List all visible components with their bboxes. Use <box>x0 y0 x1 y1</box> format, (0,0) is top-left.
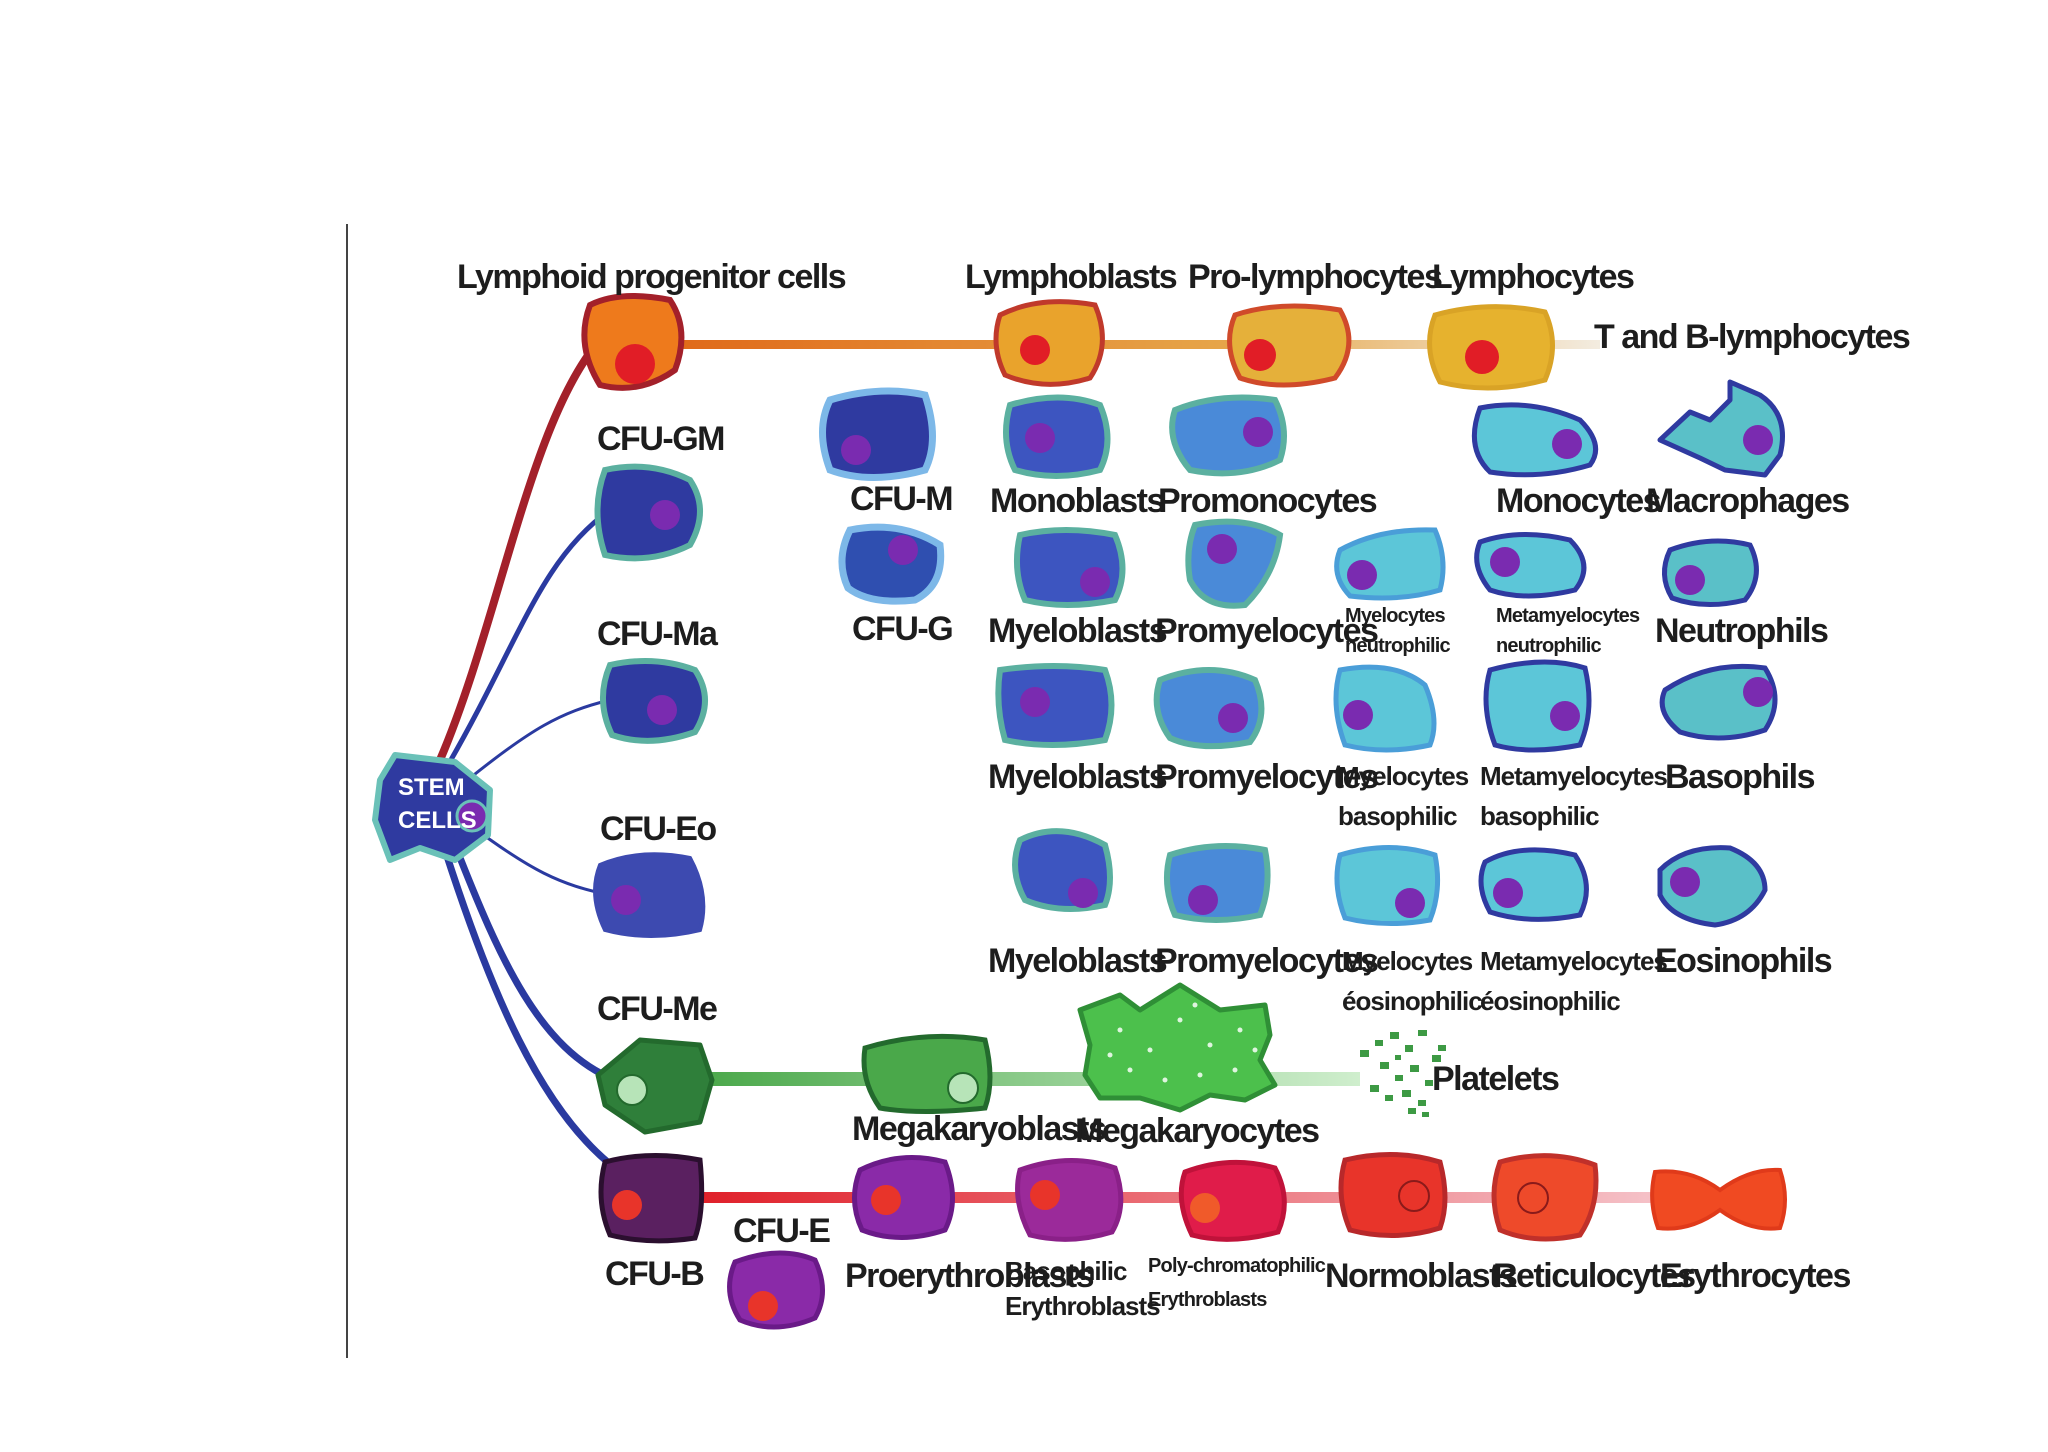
basophilic-erythroblasts-label-line1: Basophilic <box>1005 1256 1127 1286</box>
cfu-me-cell <box>595 1037 715 1135</box>
eosinophil-myeloblast-cell <box>1012 828 1113 912</box>
basophil-myelocytes-label-line1: Myelocytes <box>1338 761 1469 791</box>
stem-cell: STEM CELLS <box>372 752 493 863</box>
basophil-myelocytes-label-line2: basophilic <box>1338 801 1457 831</box>
basophil-myeloblast-cell <box>995 663 1115 748</box>
eosinophil-promyelocyte-cell <box>1163 843 1271 923</box>
proerythroblasts-label: Proerythroblasts <box>845 1257 1094 1295</box>
neutrophil-metamyelocytes-label-line2: neutrophilic <box>1496 635 1602 657</box>
prolymphocytes-label: Pro-lymphocytes <box>1188 258 1442 296</box>
neutrophil-myelocyte-cell <box>1334 527 1446 601</box>
macrophages-label: Macrophages <box>1646 482 1849 520</box>
monocyte-cell <box>1471 402 1599 478</box>
t-b-lymphocytes-label: T and B-lymphocytes <box>1594 318 1910 356</box>
neutrophil-myelocytes-label-line2: neutrophilic <box>1345 635 1451 657</box>
eosinophil-metamyelocyte-cell <box>1478 847 1589 922</box>
cfu-ma-cell <box>599 658 708 744</box>
basophil-metamyelocyte-cell <box>1483 659 1592 753</box>
prolymphocyte-cell <box>1227 303 1352 388</box>
macrophage-cell <box>1657 379 1785 478</box>
megakaryocytes-label: Megakaryocytes <box>1075 1112 1319 1150</box>
lymphoid-progenitor-cell <box>581 293 685 391</box>
eosinophil-myelocytes-label-line1: Myelocytes <box>1342 946 1473 976</box>
monoblast-cell <box>1003 394 1111 479</box>
polychromatophilic-erythroblast-cell <box>1178 1159 1287 1242</box>
cfu-g-cell <box>838 523 945 605</box>
megakaryocyte-cell <box>1077 982 1278 1113</box>
eosinophil-myelocytes-label-line2: éosinophilic <box>1342 986 1482 1016</box>
basophil-cell <box>1659 663 1778 741</box>
neutrophil-metamyelocytes-label-line1: Metamyelocytes <box>1496 605 1640 627</box>
basophil-myelocyte-cell <box>1333 664 1437 753</box>
basophils-label: Basophils <box>1665 758 1815 796</box>
polychromatophilic-label-line2: Erythroblasts <box>1148 1289 1267 1311</box>
cfu-ma-label: CFU-Ma <box>597 615 719 653</box>
erythrocyte-cell <box>1650 1167 1787 1231</box>
neutrophil-metamyelocyte-cell <box>1474 532 1587 599</box>
cfu-g-label: CFU-G <box>852 610 952 648</box>
cfu-e-label: CFU-E <box>733 1212 830 1250</box>
promonocyte-cell <box>1169 394 1287 477</box>
neutrophil-myeloblast-cell <box>1014 527 1126 608</box>
cfu-me-label: CFU-Me <box>597 990 717 1028</box>
eosinophil-promyelocytes-label: Promyelocytes <box>1155 942 1378 980</box>
basophil-promyelocytes-label: Promyelocytes <box>1155 758 1378 796</box>
lymphocytes-label: Lymphocytes <box>1432 258 1634 296</box>
monoblasts-label: Monoblasts <box>990 482 1164 520</box>
basophilic-erythroblasts-label-line2: Erythroblasts <box>1005 1291 1160 1321</box>
cfu-gm-cell <box>594 463 703 562</box>
neutrophils-label: Neutrophils <box>1655 612 1828 650</box>
platelets-cluster <box>1360 1030 1446 1117</box>
eosinophils-label: Eosinophils <box>1655 942 1832 980</box>
eosinophil-myelocyte-cell <box>1334 845 1441 927</box>
lymphoid-line <box>680 340 1600 349</box>
platelets-label: Platelets <box>1432 1060 1559 1098</box>
neutrophil-myeloblasts-label: Myeloblasts <box>988 612 1167 650</box>
lymphoid-progenitor-label: Lymphoid progenitor cells <box>457 258 846 296</box>
reticulocytes-label: Reticulocytes <box>1493 1257 1695 1295</box>
lymphoblast-cell <box>993 299 1105 387</box>
cfu-m-cell <box>819 387 936 481</box>
stem-branches <box>436 337 618 1171</box>
normoblast-cell <box>1338 1152 1448 1238</box>
neutrophil-myelocytes-label-line1: Myelocytes <box>1345 605 1446 627</box>
cfu-eo-label: CFU-Eo <box>600 810 716 848</box>
promonocytes-label: Promonocytes <box>1158 482 1377 520</box>
cfu-gm-label: CFU-GM <box>597 420 724 458</box>
cfu-m-label: CFU-M <box>850 480 952 518</box>
cfu-b-label: CFU-B <box>605 1255 704 1293</box>
normoblasts-label: Normoblasts <box>1325 1257 1517 1295</box>
eosinophil-cell <box>1657 845 1768 928</box>
basophilic-erythroblast-cell <box>1015 1158 1124 1242</box>
eosinophil-metamyelocytes-label-line1: Metamyelocytes <box>1480 946 1667 976</box>
megakaryoblasts-label: Megakaryoblasts <box>852 1110 1106 1148</box>
basophil-myeloblasts-label: Myeloblasts <box>988 758 1167 796</box>
stem-label-line1: STEM <box>398 774 465 801</box>
basophil-promyelocyte-cell <box>1153 667 1265 750</box>
lymphoblasts-label: Lymphoblasts <box>965 258 1177 296</box>
neutrophil-cell <box>1662 538 1759 608</box>
cfu-eo-cell <box>593 852 706 938</box>
polychromatophilic-label-line1: Poly-chromatophilic <box>1148 1255 1326 1277</box>
proerythroblast-cell <box>852 1155 955 1240</box>
monocytes-label: Monocytes <box>1496 482 1661 520</box>
basophil-metamyelocytes-label-line2: basophilic <box>1480 801 1599 831</box>
eosinophil-myeloblasts-label: Myeloblasts <box>988 942 1167 980</box>
stem-label-line2: CELLS <box>398 807 477 834</box>
lymphocyte-cell <box>1427 304 1555 391</box>
reticulocyte-cell <box>1491 1153 1599 1242</box>
eosinophil-metamyelocytes-label-line2: éosinophilic <box>1480 986 1620 1016</box>
cfu-b-cell <box>598 1153 705 1244</box>
neutrophil-promyelocyte-cell <box>1185 518 1284 609</box>
erythrocytes-label: Erythrocytes <box>1660 1257 1850 1295</box>
megakaryoblast-cell <box>861 1033 993 1114</box>
neutrophil-promyelocytes-label: Promyelocytes <box>1155 612 1378 650</box>
cfu-e-cell <box>727 1250 825 1330</box>
basophil-metamyelocytes-label-line1: Metamyelocytes <box>1480 761 1667 791</box>
